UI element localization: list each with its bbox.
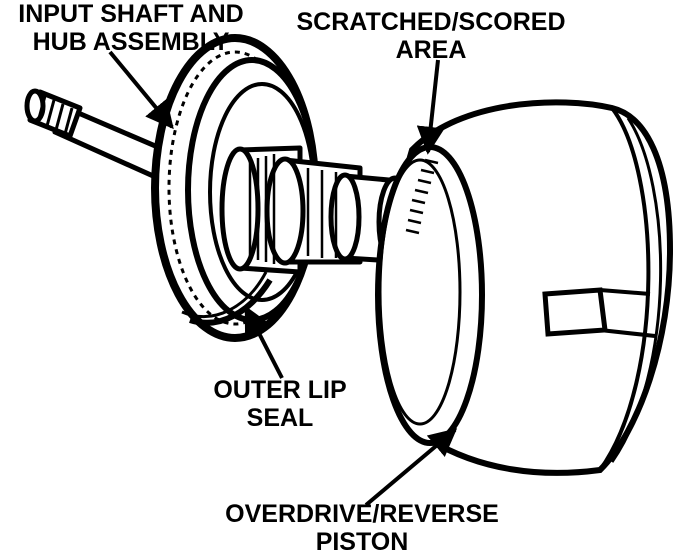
label-outer-lip-seal: OUTER LIP SEAL: [196, 376, 364, 432]
scored-area-marks: [405, 158, 439, 235]
label-scratched-scored-area: SCRATCHED/SCORED AREA: [286, 8, 576, 64]
shaft-spline-lines: [36, 95, 74, 135]
label-line: SCRATCHED/SCORED: [296, 8, 566, 36]
label-line: INPUT SHAFT AND: [18, 0, 244, 28]
arrow-scratched-area: [416, 59, 445, 155]
label-line: OUTER LIP: [213, 376, 347, 404]
label-line: OVERDRIVE/REVERSE: [225, 500, 499, 528]
label-line: HUB ASSEMBLY: [32, 28, 230, 56]
label-input-shaft-and-hub-assembly: INPUT SHAFT AND HUB ASSEMBLY: [0, 0, 262, 56]
arrow-outer-lip-seal: [244, 305, 284, 379]
arrow-input-shaft: [108, 50, 174, 130]
label-line: AREA: [395, 36, 467, 64]
label-overdrive-reverse-piston: OVERDRIVE/REVERSE PISTON: [196, 500, 528, 556]
label-line: PISTON: [315, 528, 409, 556]
overdrive-reverse-piston: [375, 99, 674, 476]
leader-arrows: [108, 50, 458, 507]
arrow-piston: [364, 428, 458, 507]
outer-lip-seal: [181, 271, 273, 326]
label-line: SEAL: [246, 404, 314, 432]
hub-splines: [248, 154, 338, 264]
